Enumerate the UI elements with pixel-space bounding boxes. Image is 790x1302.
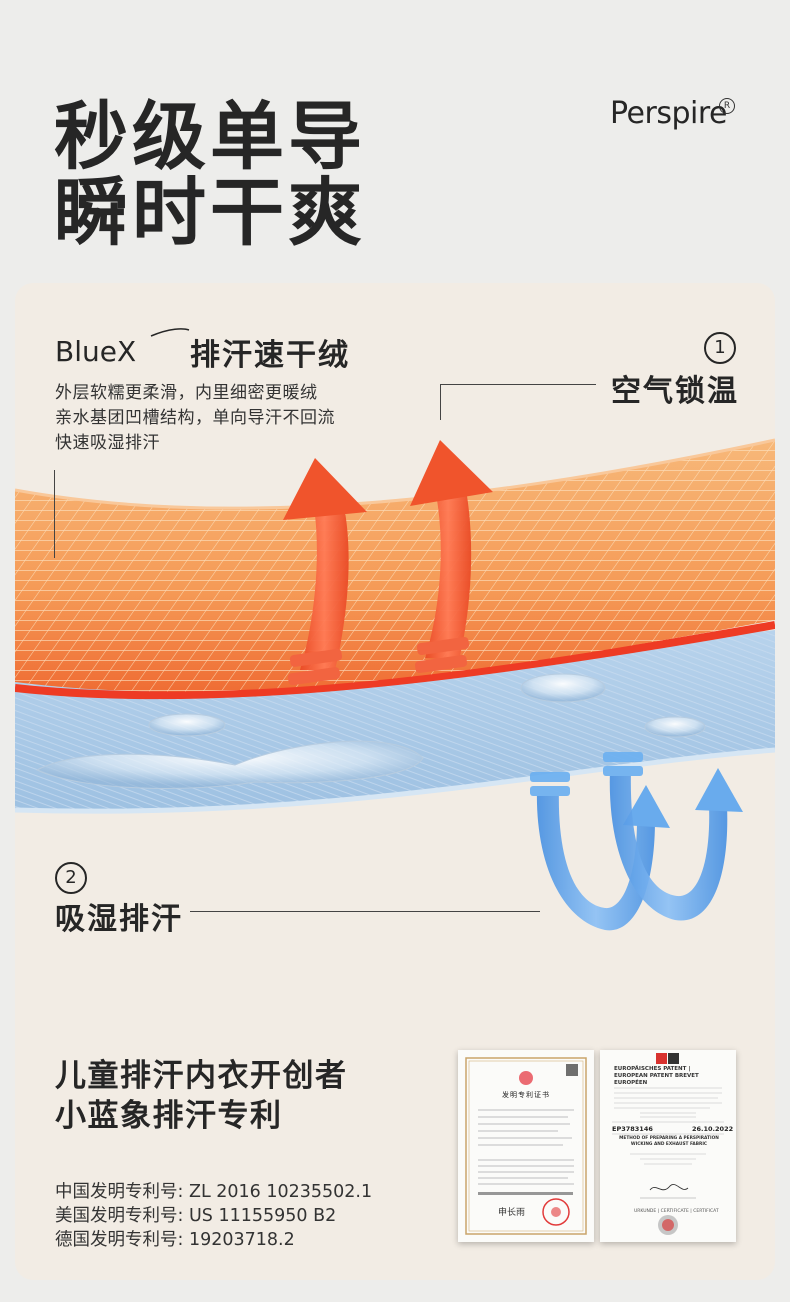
callout-2-title: 吸湿排汗 <box>55 902 183 937</box>
fabric-desc-line-3: 快速吸湿排汗 <box>55 433 160 453</box>
fabric-desc-line-2: 亲水基团凹槽结构，单向导汗不回流 <box>55 408 335 428</box>
fabric-name: 排汗速干绒 <box>190 338 350 373</box>
patent-number-de: 德国发明专利号: 19203718.2 <box>55 1230 295 1250</box>
eu-patent-certificate: EUROPÄISCHES PATENT | EUROPEAN PATENT BR… <box>600 1050 736 1242</box>
callout-1-title: 空气锁温 <box>611 374 739 409</box>
eu-patent-method: METHOD OF PREPARING A PERSPIRATION WICKI… <box>619 1136 719 1147</box>
cn-certificate-frame: 申长雨 <box>465 1057 587 1235</box>
brand-logo: Perspire <box>610 96 727 131</box>
eu-patent-number: EP3783146 <box>612 1125 653 1133</box>
cn-certificate-title: 发明专利证书 <box>502 1091 550 1099</box>
callout-1-leader-horizontal <box>440 384 596 385</box>
eu-certificate-frame <box>612 1053 724 1235</box>
bluex-logo: BlueX <box>55 328 190 368</box>
bluex-logo-text: BlueX <box>55 335 136 368</box>
svg-text:申长雨: 申长雨 <box>498 1206 525 1218</box>
patent-heading-line-2: 小蓝象排汗专利 <box>55 1098 283 1134</box>
fabric-illustration <box>15 438 775 931</box>
title-line-1: 秒级单导 <box>54 94 366 180</box>
fabric-desc-line-1: 外层软糯更柔滑，内里细密更暖绒 <box>55 383 318 403</box>
callout-2-number: 2 <box>55 862 87 894</box>
cn-patent-certificate: 申长雨 发明专利证书 <box>458 1050 594 1242</box>
callout-1-number: 1 <box>704 332 736 364</box>
title-line-2: 瞬时干爽 <box>54 170 366 256</box>
callout-1-leader-vertical <box>440 384 441 420</box>
eu-certificate-title: EUROPÄISCHES PATENT | EUROPEAN PATENT BR… <box>614 1066 699 1086</box>
patent-number-cn: 中国发明专利号: ZL 2016 10235502.1 <box>55 1182 373 1202</box>
eu-patent-date: 26.10.2022 <box>692 1125 734 1133</box>
registered-mark: R <box>719 98 735 114</box>
callout-2-leader <box>190 911 540 912</box>
patent-number-us: 美国发明专利号: US 11155950 B2 <box>55 1206 337 1226</box>
patent-heading-line-1: 儿童排汗内衣开创者 <box>55 1058 348 1094</box>
eu-certificate-footer: URKUNDE | CERTIFICATE | CERTIFICAT <box>634 1209 719 1214</box>
desc-leader-line <box>54 470 55 558</box>
